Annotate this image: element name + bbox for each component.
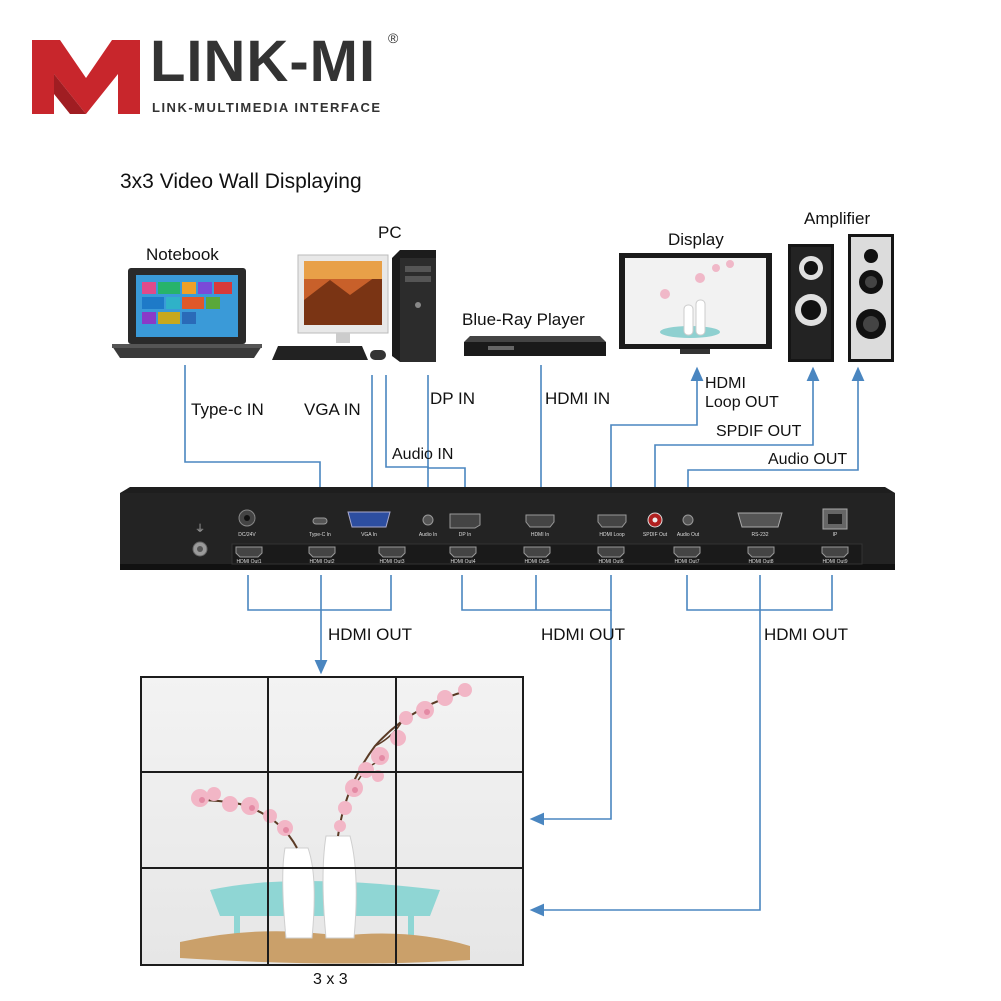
speaker-right-icon (848, 234, 894, 362)
hdmi-out-label-3: HDMI OUT (764, 625, 849, 644)
port-label-hdmi-loop: HDMI Loop (599, 532, 625, 538)
port-label-hdmi-out8: HDMI Out8 (748, 559, 774, 565)
speaker-left-icon (788, 244, 834, 362)
port-label-dc: DC/24V (238, 532, 256, 538)
typec-in-label: Type-c IN (191, 400, 264, 419)
port-label-hdmi-out3: HDMI Out3 (379, 559, 405, 565)
svg-text:⏚: ⏚ (195, 523, 205, 535)
port-label-dp: DP In (458, 532, 472, 538)
hdmi-out-label-2: HDMI OUT (541, 625, 626, 644)
vga-in-label: VGA IN (304, 400, 361, 419)
port-label-audio-in: Audio In (418, 532, 438, 538)
dp-in-label: DP IN (430, 389, 476, 408)
bluray-player-icon (464, 336, 606, 356)
port-label-hdmi-out4: HDMI Out4 (450, 559, 476, 565)
port-label-hdmi-in: HDMI In (530, 532, 550, 538)
port-label-spdif: SPDIF Out (642, 532, 668, 538)
logo-mark-icon (32, 40, 140, 114)
pc-label: PC (378, 223, 402, 242)
device-rear-panel: ⏚ (120, 487, 895, 570)
notebook-icon (112, 268, 262, 358)
bluray-label: Blue-Ray Player (462, 310, 585, 329)
brand-tagline: LINK-MULTIMEDIA INTERFACE (152, 100, 382, 115)
hdmi-in-label: HDMI IN (545, 389, 611, 408)
video-wall-image (140, 676, 524, 966)
pc-tower-icon (392, 250, 436, 362)
port-label-audio-out: Audio Out (676, 532, 700, 538)
audio-out-label: Audio OUT (768, 451, 848, 468)
port-label-vga: VGA In (361, 532, 377, 538)
hdmi-loop-out-label-line1: HDMI (705, 375, 746, 392)
port-label-hdmi-out7: HDMI Out7 (674, 559, 700, 565)
port-label-hdmi-out5: HDMI Out5 (524, 559, 550, 565)
display-tv-icon (619, 253, 772, 354)
rear-panel-body: ⏚ (120, 487, 895, 570)
video-wall-label: 3 x 3 (313, 971, 348, 988)
port-label-hdmi-out1: HDMI Out1 (236, 559, 262, 565)
port-label-hdmi-out6: HDMI Out6 (598, 559, 624, 565)
notebook-label: Notebook (146, 245, 219, 264)
brand-logo (30, 38, 142, 116)
diagram-title: 3x3 Video Wall Displaying (120, 170, 362, 193)
pc-monitor-icon (272, 254, 389, 360)
port-label-rs232: RS-232 (751, 532, 769, 538)
spdif-out-label: SPDIF OUT (716, 423, 802, 440)
display-label: Display (668, 230, 724, 249)
port-label-ip: IP (832, 532, 838, 538)
amplifier-label: Amplifier (804, 209, 871, 228)
hdmi-loop-out-label-line2: Loop OUT (705, 394, 779, 411)
video-wall (140, 676, 524, 966)
brand-name: LINK-MI (150, 29, 377, 94)
port-label-hdmi-out9: HDMI Out9 (822, 559, 848, 565)
port-label-hdmi-out2: HDMI Out2 (309, 559, 335, 565)
port-label-typec: Type-C In (309, 532, 331, 538)
hdmi-out-label-1: HDMI OUT (328, 625, 413, 644)
brand-registered-mark: ® (388, 30, 399, 46)
audio-in-label: Audio IN (392, 446, 454, 463)
